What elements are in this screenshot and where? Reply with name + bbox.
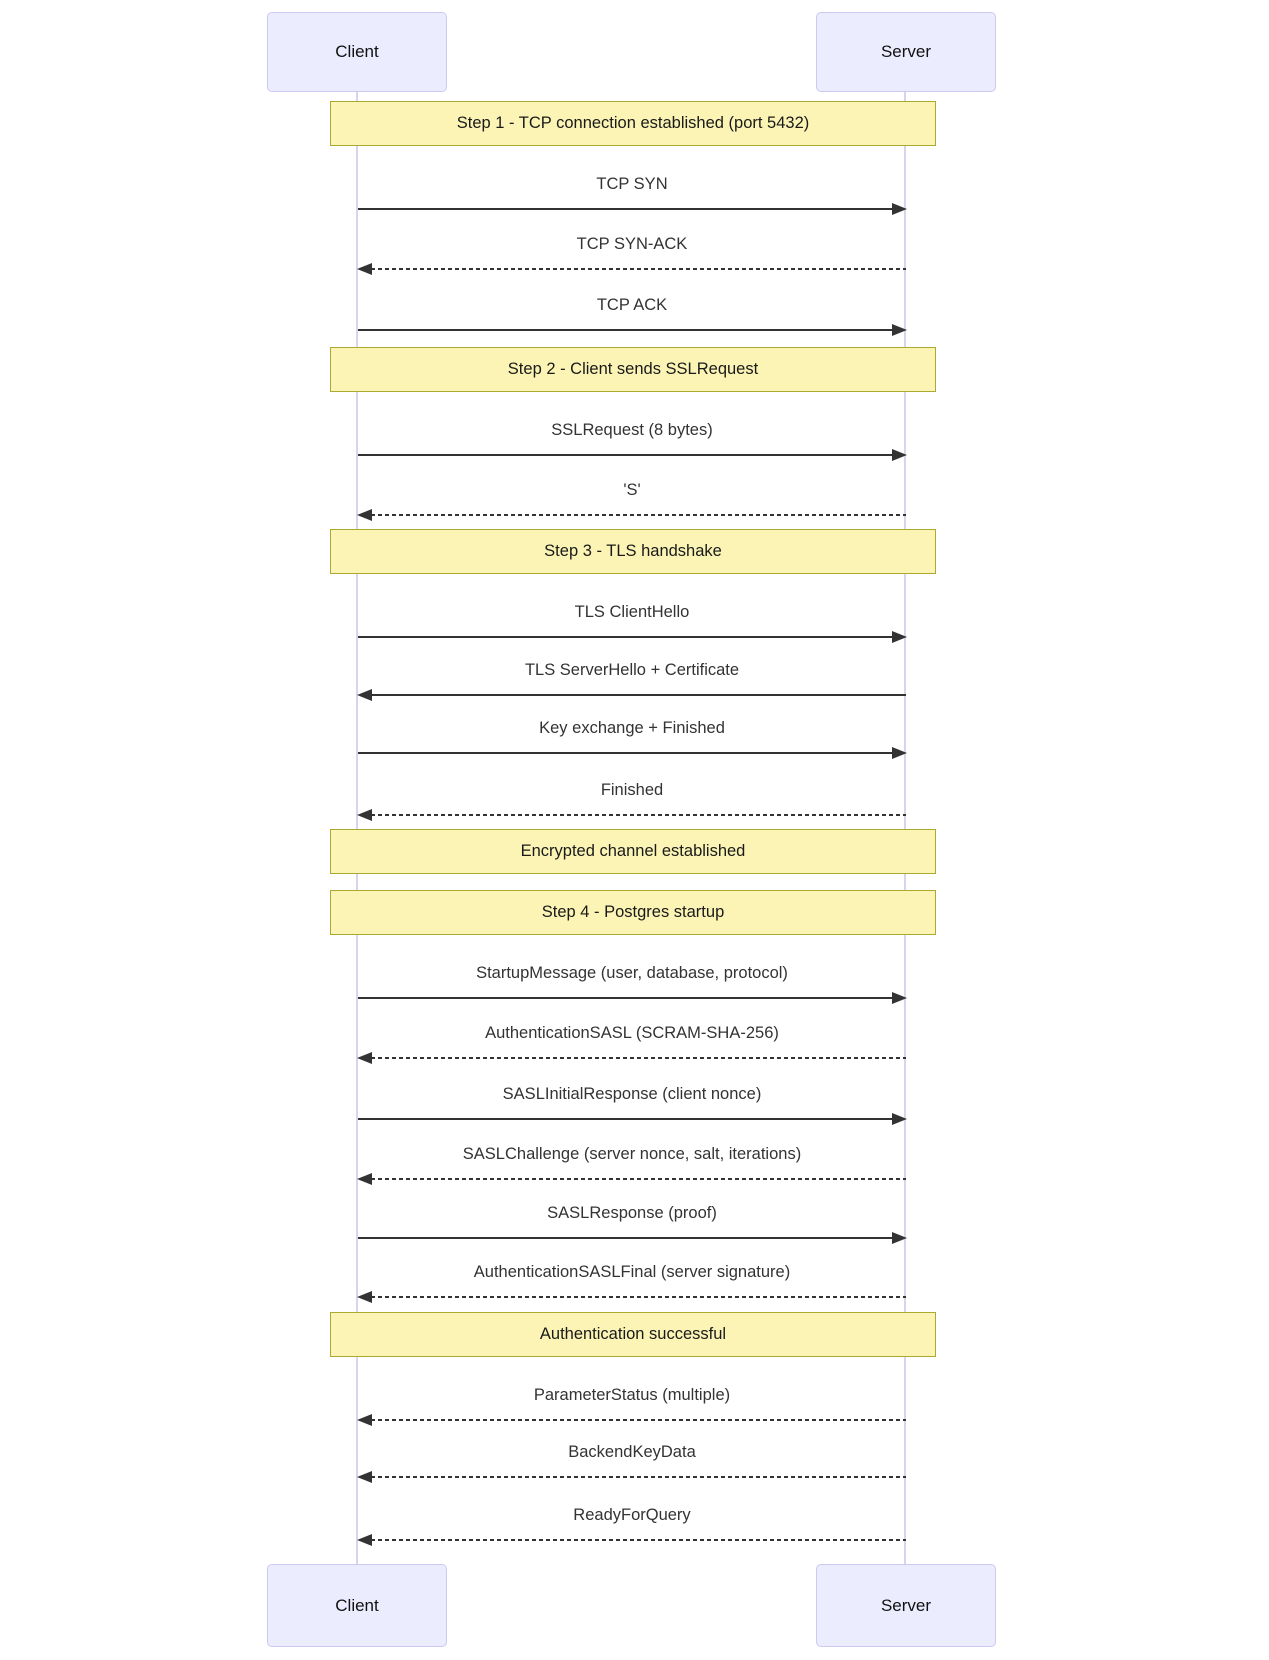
message-label: ParameterStatus (multiple) — [533, 1386, 731, 1404]
message-parameterstatus: ParameterStatus (multiple) — [357, 1383, 906, 1429]
actor-client-label: Client — [335, 1595, 379, 1615]
arrow-line — [371, 1057, 906, 1059]
arrow-line — [371, 694, 906, 696]
arrow-head — [357, 1471, 372, 1483]
message-label: TLS ClientHello — [574, 603, 690, 621]
message-label: Finished — [600, 781, 664, 799]
message-sslrequest: SSLRequest (8 bytes) — [358, 418, 907, 464]
arrow-line — [358, 1118, 893, 1120]
message-saslchallenge: SASLChallenge (server nonce, salt, itera… — [357, 1142, 906, 1188]
arrow-head — [357, 809, 372, 821]
message-label: ReadyForQuery — [573, 1506, 691, 1524]
arrow-line — [358, 636, 893, 638]
message-finished: Finished — [357, 778, 906, 824]
client-lifeline — [356, 92, 358, 1564]
note-banner-step2: Step 2 - Client sends SSLRequest — [330, 347, 936, 392]
arrow-line — [358, 454, 893, 456]
actor-server-label: Server — [880, 42, 932, 61]
arrow-line — [371, 268, 906, 270]
message-saslinitialresponse: SASLInitialResponse (client nonce) — [358, 1082, 907, 1128]
actor-client-bottom: Client — [267, 1564, 447, 1647]
arrow-head — [892, 1232, 907, 1244]
message-label: TCP SYN — [596, 175, 668, 193]
arrow-line — [371, 1296, 906, 1298]
arrow-head — [357, 689, 372, 701]
message-tls-serverhello: TLS ServerHello + Certificate — [357, 658, 906, 704]
message-tls-clienthello: TLS ClientHello — [358, 600, 907, 646]
arrow-line — [371, 1178, 906, 1180]
server-lifeline — [904, 92, 906, 1564]
arrow-head — [892, 203, 907, 215]
message-tcp-syn-ack: TCP SYN-ACK — [357, 232, 906, 278]
arrow-line — [371, 514, 906, 516]
arrow-head — [357, 1291, 372, 1303]
actor-client-label: Client — [335, 42, 379, 61]
message-label: SASLChallenge (server nonce, salt, itera… — [462, 1145, 802, 1163]
note-banner-step3: Step 3 - TLS handshake — [330, 529, 936, 574]
arrow-head — [892, 747, 907, 759]
arrow-line — [371, 814, 906, 816]
arrow-line — [358, 208, 893, 210]
actor-server-bottom: Server — [816, 1564, 996, 1647]
arrow-head — [892, 992, 907, 1004]
arrow-head — [357, 263, 372, 275]
arrow-line — [358, 1237, 893, 1239]
message-s-byte: 'S' — [357, 478, 906, 524]
arrow-head — [357, 1052, 372, 1064]
message-label: TCP SYN-ACK — [576, 235, 688, 253]
arrow-line — [358, 997, 893, 999]
message-label: BackendKeyData — [568, 1443, 696, 1461]
message-key-exchange: Key exchange + Finished — [358, 716, 907, 762]
message-backendkeydata: BackendKeyData — [357, 1440, 906, 1486]
note-banner-step1: Step 1 - TCP connection established (por… — [330, 101, 936, 146]
actor-client-top: Client — [267, 12, 447, 92]
message-tcp-ack: TCP ACK — [358, 293, 907, 339]
arrow-head — [892, 1113, 907, 1125]
message-label: SASLResponse (proof) — [547, 1204, 717, 1222]
arrow-head — [357, 1173, 372, 1185]
message-label: TCP ACK — [596, 296, 668, 314]
arrow-head — [357, 1534, 372, 1546]
arrow-head — [892, 324, 907, 336]
message-authenticationsasl: AuthenticationSASL (SCRAM-SHA-256) — [357, 1021, 906, 1067]
arrow-head — [892, 449, 907, 461]
message-label: AuthenticationSASL (SCRAM-SHA-256) — [485, 1024, 779, 1042]
arrow-head — [357, 509, 372, 521]
note-banner-auth-success: Authentication successful — [330, 1312, 936, 1357]
note-banner-step4: Step 4 - Postgres startup — [330, 890, 936, 935]
message-startupmessage: StartupMessage (user, database, protocol… — [358, 961, 907, 1007]
arrow-line — [358, 329, 893, 331]
message-label: AuthenticationSASLFinal (server signatur… — [473, 1263, 791, 1281]
actor-server-label: Server — [880, 1595, 932, 1615]
message-label: 'S' — [623, 481, 641, 499]
arrow-head — [892, 631, 907, 643]
message-label: Key exchange + Finished — [539, 719, 725, 737]
message-label: SASLInitialResponse (client nonce) — [502, 1085, 762, 1103]
arrow-line — [358, 752, 893, 754]
actor-server-top: Server — [816, 12, 996, 92]
message-saslfinal: AuthenticationSASLFinal (server signatur… — [357, 1260, 906, 1306]
arrow-line — [371, 1419, 906, 1421]
arrow-line — [371, 1476, 906, 1478]
message-readyforquery: ReadyForQuery — [357, 1503, 906, 1549]
message-label: SSLRequest (8 bytes) — [551, 421, 713, 439]
message-label: TLS ServerHello + Certificate — [524, 661, 740, 679]
note-banner-encrypted: Encrypted channel established — [330, 829, 936, 874]
message-label: StartupMessage (user, database, protocol… — [476, 964, 788, 982]
arrow-head — [357, 1414, 372, 1426]
arrow-line — [371, 1539, 906, 1541]
message-tcp-syn: TCP SYN — [358, 172, 907, 218]
message-saslresponse: SASLResponse (proof) — [358, 1201, 907, 1247]
